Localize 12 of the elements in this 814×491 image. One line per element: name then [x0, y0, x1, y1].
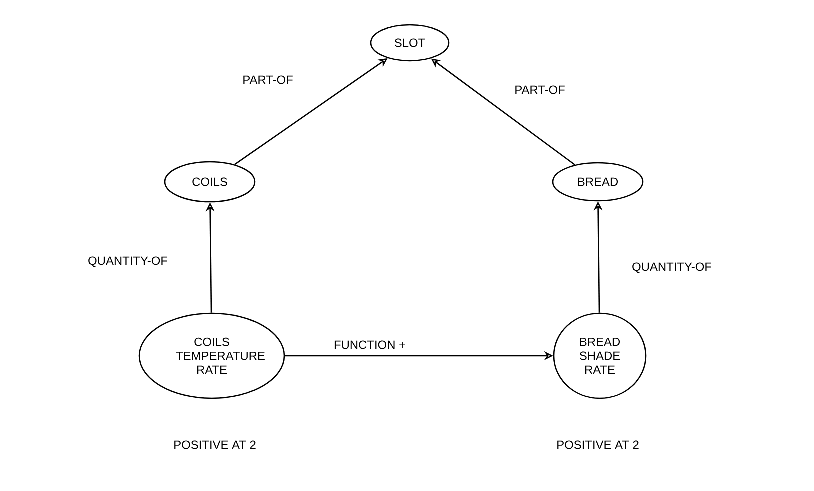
- edge-label: QUANTITY-OF: [632, 262, 712, 274]
- ellipse-node: BREAD SHADE RATE: [553, 312, 647, 400]
- node-caption: POSITIVE AT 2: [174, 440, 256, 450]
- edge-label: QUANTITY-OF: [88, 256, 168, 268]
- ellipse-node: COILS TEMPERATURE RATE: [138, 312, 286, 400]
- ellipse-node: COILS: [164, 161, 256, 203]
- ellipse-node: BREAD: [552, 162, 644, 202]
- edge-label: PART-OF: [516, 86, 565, 94]
- node-caption: POSITIVE AT 2: [558, 440, 639, 450]
- edge-label: FUNCTION +: [334, 340, 406, 350]
- edge-label: PART-OF: [244, 76, 293, 84]
- ellipse-node: SLOT: [370, 24, 450, 62]
